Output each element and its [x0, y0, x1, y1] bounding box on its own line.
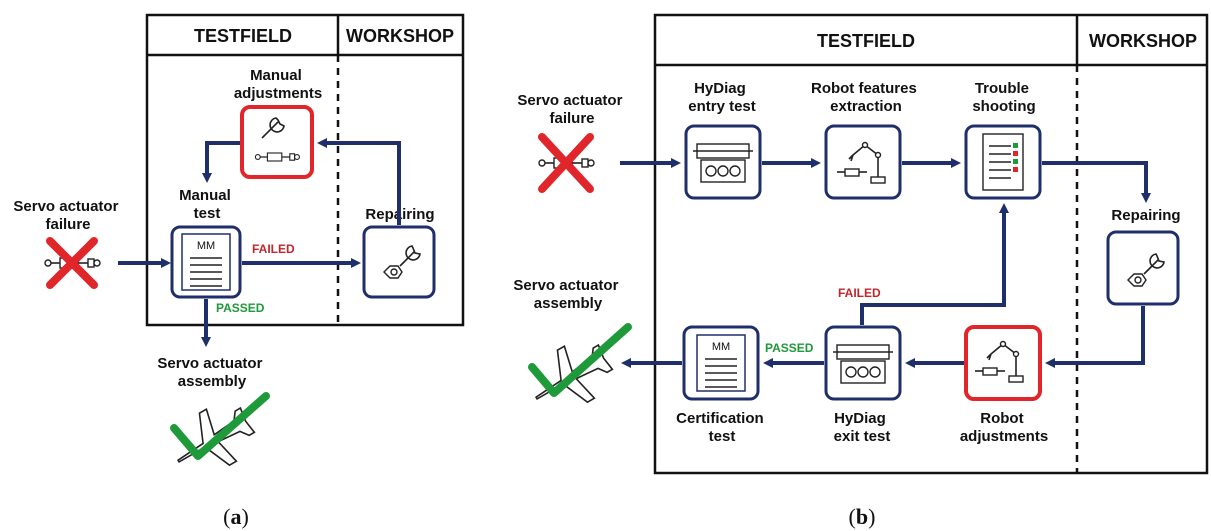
test-bench-icon — [692, 143, 754, 183]
robot-adjustments-label: Robot adjustments — [960, 410, 1048, 445]
manual-adjustments-label: Manual adjustments — [234, 67, 322, 102]
passed-label-b: PASSED — [765, 341, 814, 355]
testfield-header-b: TESTFIELD — [817, 31, 915, 51]
check-icon — [528, 323, 632, 397]
cross-icon — [46, 237, 98, 289]
repairing-box-b — [1106, 230, 1180, 306]
testfield-header: TESTFIELD — [194, 26, 292, 46]
arrow-repairing-to-adjustments — [1045, 306, 1145, 368]
manual-test-doc-mark: MM — [197, 240, 215, 252]
cross-icon — [538, 133, 594, 193]
arrow-trouble-to-repairing — [1042, 161, 1151, 203]
panel-a-frame — [145, 13, 465, 327]
caption-a: (a) — [223, 504, 249, 529]
manual-test-label: Manual test — [179, 187, 235, 222]
failed-label: FAILED — [252, 242, 295, 256]
check-icon — [170, 392, 270, 460]
arrow-exit-to-trouble — [860, 203, 1009, 325]
certification-test-label: Certification test — [676, 410, 768, 445]
certification-doc-mark: MM — [712, 341, 730, 353]
arrow-repairing-to-adjustments — [317, 138, 401, 225]
arrow-adjustments-to-test — [202, 141, 240, 183]
workshop-header: WORKSHOP — [346, 26, 454, 46]
robot-adjustments-box — [964, 325, 1042, 401]
panel-a: TESTFIELD WORKSHOP Servo actuator failur… — [13, 13, 465, 529]
features-extraction-label: Robot features extraction — [811, 80, 921, 115]
features-extraction-box — [824, 124, 902, 200]
servo-assembly-label: Servo actuator assembly — [157, 355, 266, 390]
repairing-box — [362, 225, 436, 299]
entry-test-label: HyDiag entry test — [688, 80, 756, 115]
workshop-header-b: WORKSHOP — [1089, 31, 1197, 51]
servo-failure-label-b: Servo actuator failure — [517, 92, 626, 127]
passed-label: PASSED — [216, 301, 265, 315]
repairing-label-b: Repairing — [1111, 207, 1180, 224]
panel-b-frame — [653, 13, 1209, 475]
manual-adjustments-box — [240, 105, 314, 179]
servo-assembly-label-b: Servo actuator assembly — [513, 277, 622, 312]
servo-failure-label: Servo actuator failure — [13, 198, 122, 233]
trouble-shooting-label: Trouble shooting — [972, 80, 1035, 115]
test-bench-icon — [832, 344, 894, 384]
exit-test-label: HyDiag exit test — [834, 410, 891, 445]
checklist-icon — [982, 133, 1024, 191]
failed-label-b: FAILED — [838, 286, 881, 300]
caption-b: (b) — [849, 504, 876, 529]
panel-b: TESTFIELD WORKSHOP Servo actuator failur… — [513, 13, 1209, 529]
